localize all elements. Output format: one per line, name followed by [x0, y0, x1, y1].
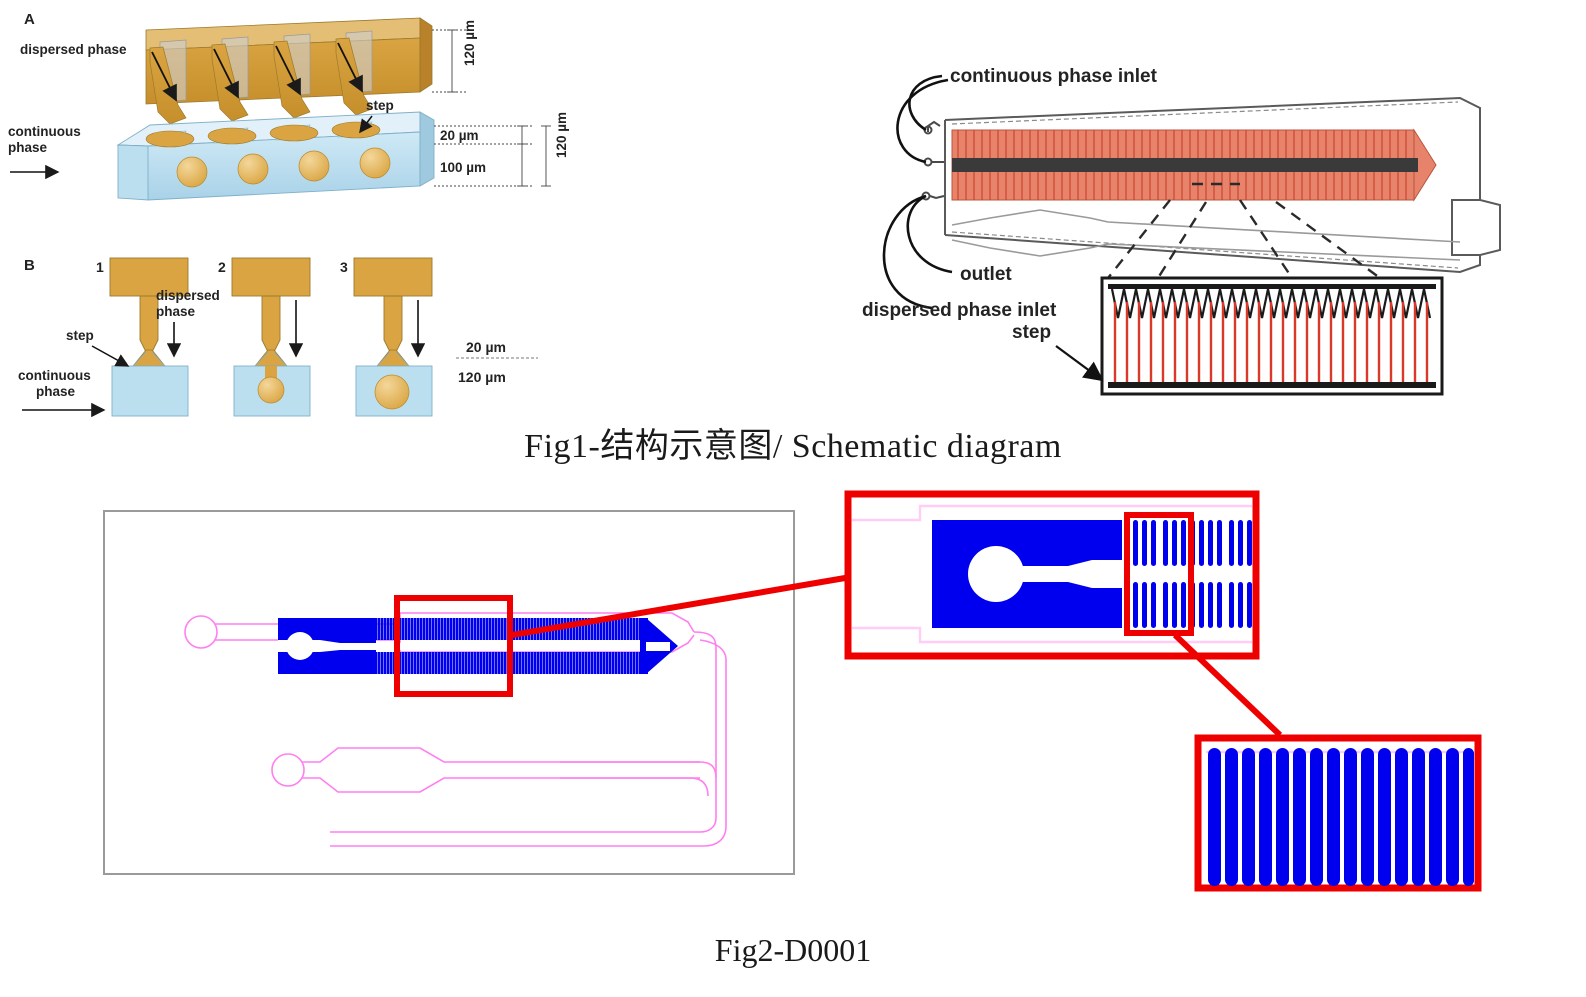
dim-channel-height-a: 100 µm [440, 160, 486, 175]
stage-3-number: 3 [340, 259, 348, 275]
dimension-guides-a [432, 29, 551, 187]
inset-2-finger-array-detail [1194, 734, 1482, 892]
main-view-highlight-box [394, 595, 513, 697]
chip-perspective-lines [951, 101, 1459, 269]
inset-1-junction-detail [844, 490, 1260, 660]
panel-b-letter: B [24, 257, 35, 274]
step-array-band [951, 128, 1437, 202]
label-dispersed-phase-b1: dispersed [156, 288, 220, 303]
label-leader-lines [882, 74, 953, 310]
panel-b-stage-2: 2 [218, 257, 311, 417]
label-continuous-phase-inlet: continuous phase inlet [950, 66, 1158, 87]
panel-b-stage-1: 1 [96, 257, 189, 417]
step-pointer-b [91, 345, 130, 367]
leader-line-to-inset-1 [511, 575, 846, 638]
figure2-caption: Fig2-D0001 [714, 932, 872, 968]
stage-1-number: 1 [96, 259, 104, 275]
dim-top-height-a: 120 µm [462, 20, 477, 66]
figure1-panel-c: continuous phase inlet outlet dispersed … [840, 50, 1586, 405]
stage-2-number: 2 [218, 259, 226, 275]
dim-step-height-a: 20 µm [440, 128, 479, 143]
label-continuous-phase-a2: phase [8, 140, 48, 155]
label-dispersed-phase-b2: phase [156, 304, 196, 319]
label-dispersed-phase-inlet: dispersed phase inlet [862, 300, 1057, 321]
panel-b-stage-3: 3 [340, 257, 433, 417]
dim-channel-height-b: 120 µm [458, 369, 506, 385]
label-dispersed-phase-a: dispersed phase [20, 42, 127, 57]
step-pointer-a [359, 115, 373, 134]
label-continuous-phase-b2: phase [36, 384, 76, 399]
inlet-stubs [921, 120, 945, 201]
label-step-b: step [66, 328, 94, 343]
leader-line-to-inset-2 [1172, 632, 1283, 738]
inset-2-fingers [1208, 748, 1474, 886]
outlet-reservoir-link [560, 761, 717, 797]
figure1-caption: Fig1-结构示意图/ Schematic diagram [524, 428, 1062, 465]
label-step-a: step [366, 98, 394, 113]
dispersed-phase-flow-arrows [151, 42, 363, 102]
inset-1-inner-highlight-box [1124, 512, 1194, 636]
emulsifier-body-main [278, 618, 678, 674]
figure1-panel-ab: A [0, 0, 700, 425]
step-pointer-c [1055, 345, 1104, 382]
droplets [176, 147, 391, 188]
step-array-inset [1100, 276, 1444, 396]
figure2-layout [0, 480, 1586, 925]
panel-b-flow-arrows [166, 300, 426, 358]
panel-a-letter: A [24, 11, 35, 28]
chip-outline [944, 96, 1501, 274]
continuous-phase-block [116, 111, 435, 201]
dim-total-height-a: 120 µm [554, 112, 569, 158]
dim-step-height-b: 20 µm [466, 339, 506, 355]
outlet-channel [951, 209, 1461, 261]
label-continuous-phase-b1: continuous [18, 368, 91, 383]
label-outlet: outlet [960, 264, 1012, 285]
label-step-c: step [1012, 322, 1051, 343]
label-continuous-phase-a1: continuous [8, 124, 81, 139]
callout-dashed-lines [1107, 182, 1381, 279]
